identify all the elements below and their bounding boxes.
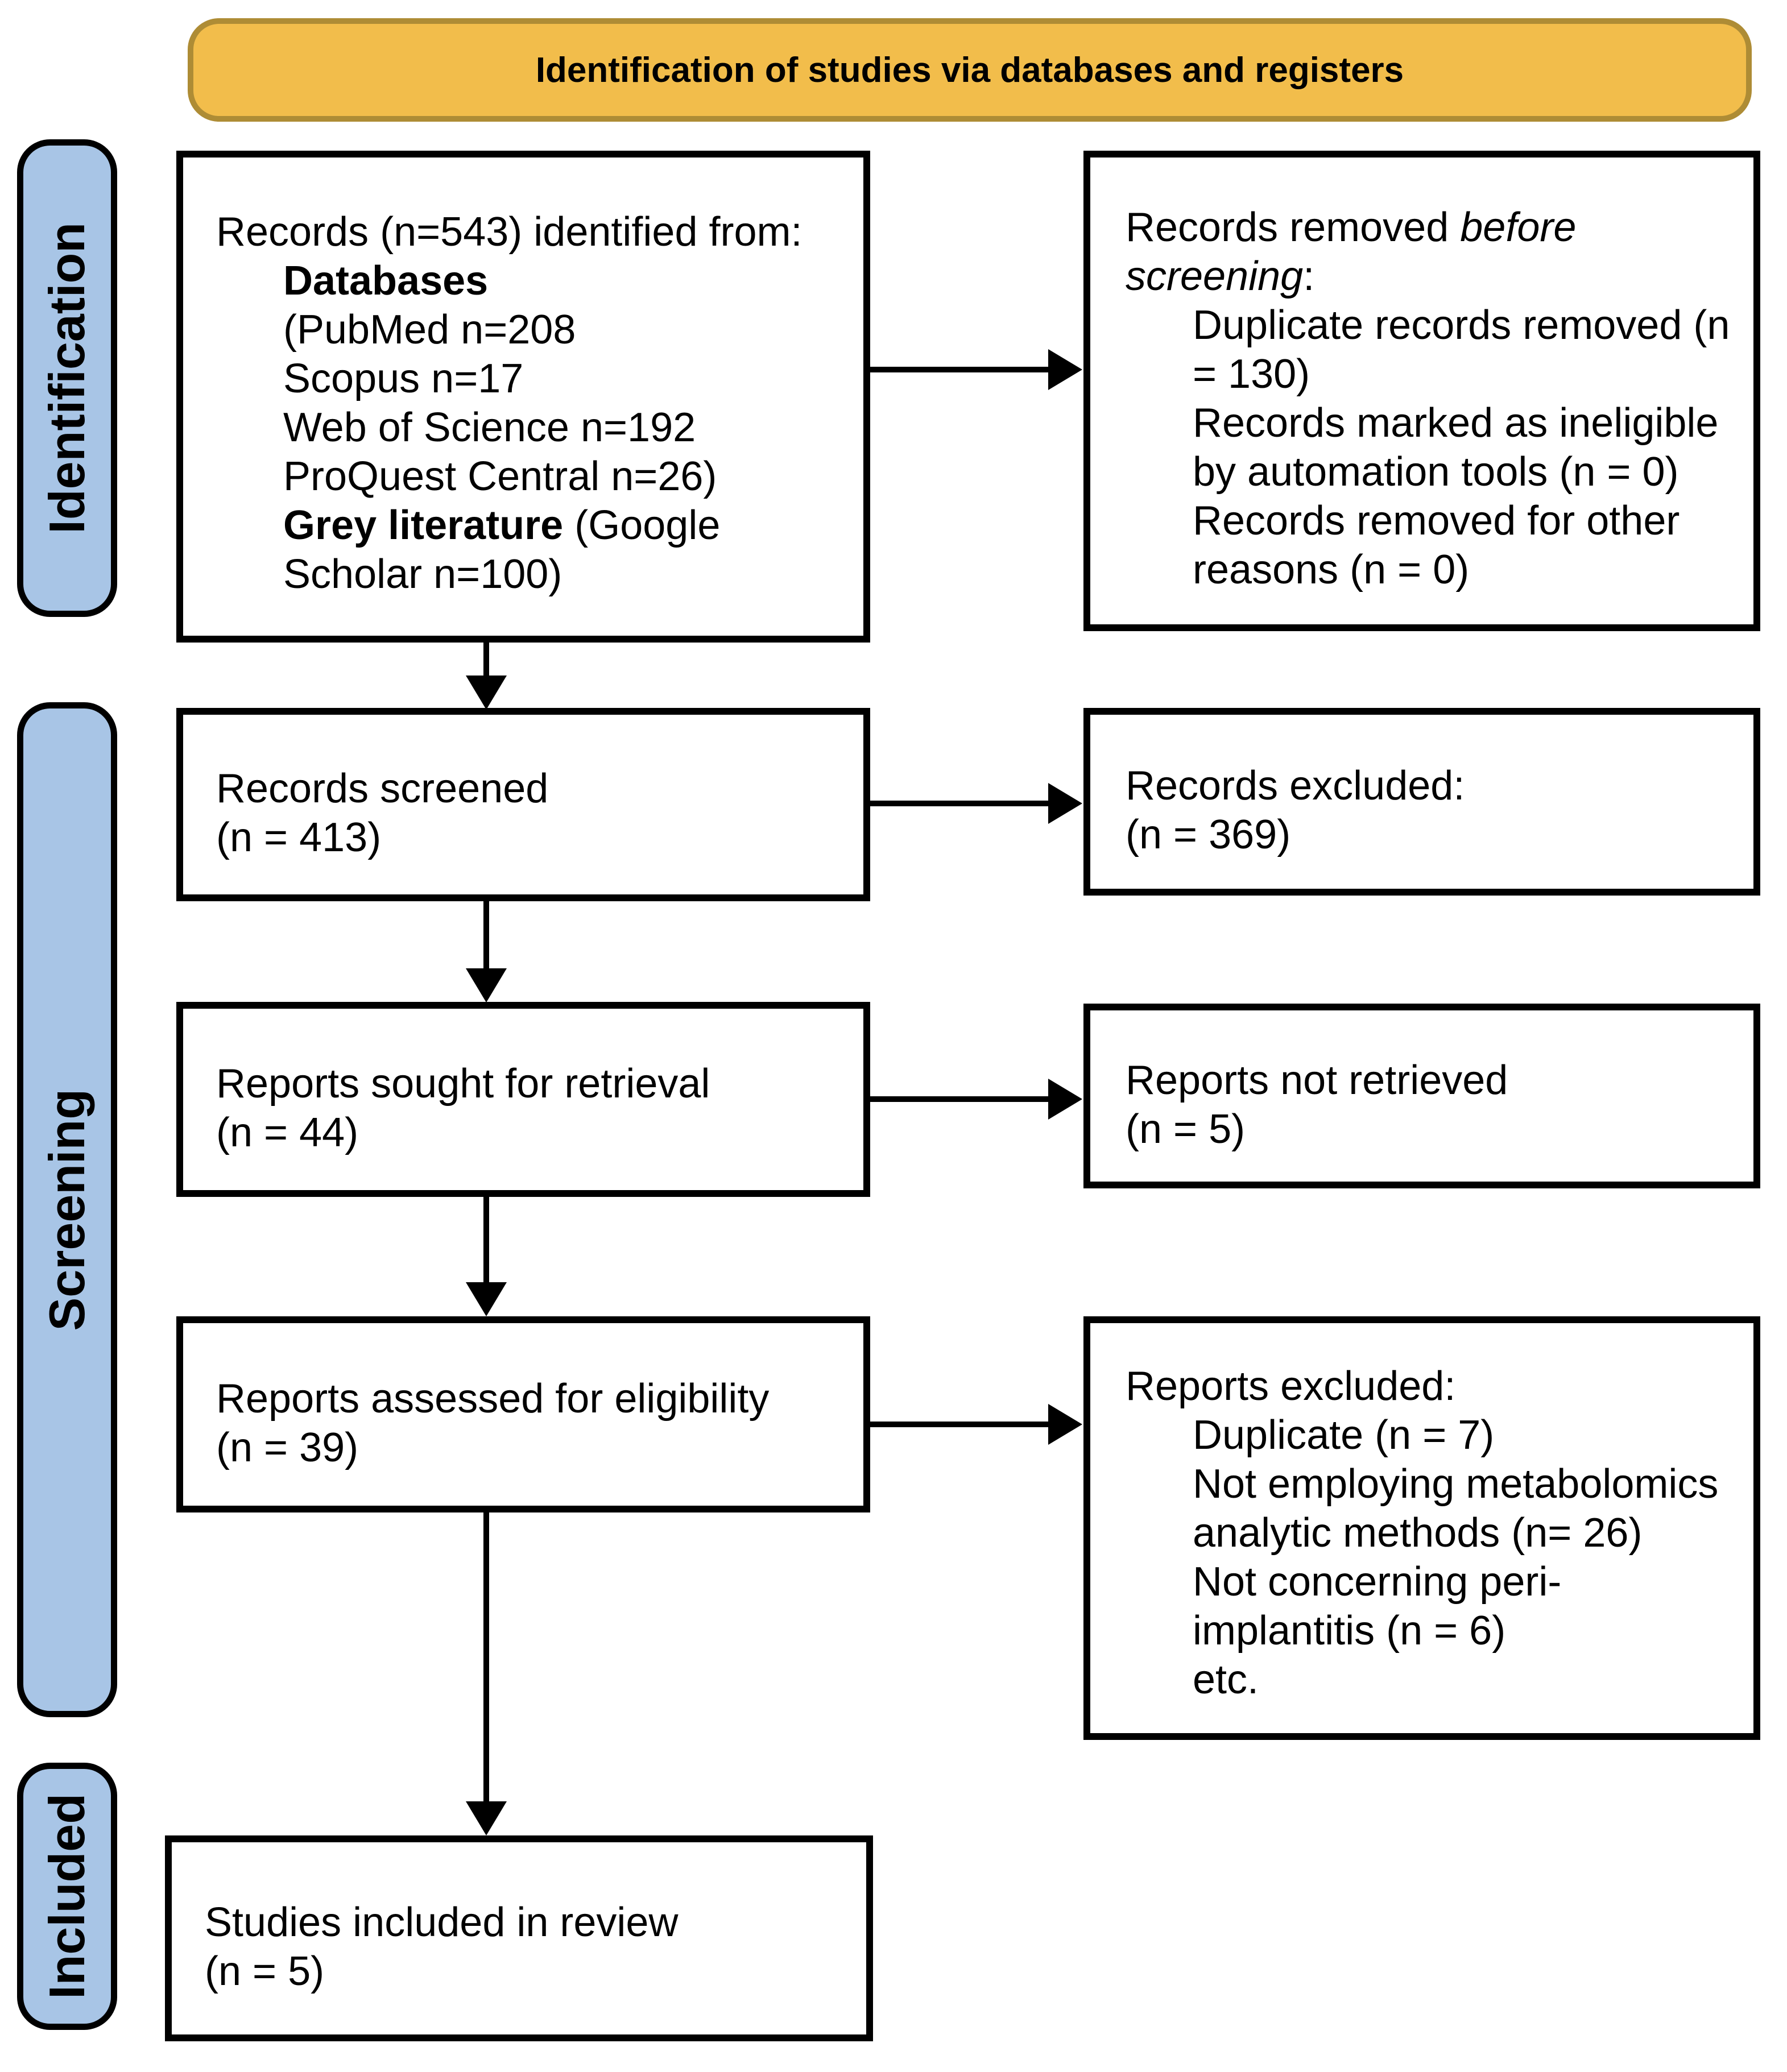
text-line: (n = 39)	[216, 1424, 359, 1470]
arrow-assessed-to-included-line	[483, 1511, 489, 1804]
box-reports-sought-for-retrieval: Reports sought for retrieval (n = 44)	[176, 1002, 870, 1197]
box-records-screened: Records screened (n = 413)	[176, 708, 870, 901]
text-line: (n = 5)	[1126, 1106, 1246, 1152]
indented-list: Databases (PubMed n=208 Scopus n=17 Web …	[283, 256, 846, 599]
text-line: Grey literature (Google	[283, 501, 846, 550]
text-line: Duplicate records removed (n	[1193, 302, 1730, 348]
text-line: Reports sought for retrieval	[216, 1060, 710, 1107]
text-segment: :	[1303, 254, 1315, 299]
text-line: (PubMed n=208	[283, 307, 576, 353]
text-line: Reports not retrieved	[1126, 1057, 1508, 1103]
text-line: Duplicate (n = 7)	[1193, 1412, 1495, 1458]
arrow-sought-to-not-retrieved-line	[870, 1096, 1051, 1102]
text-segment-bold: Grey literature	[283, 503, 564, 548]
text-line: reasons (n = 0)	[1193, 547, 1470, 592]
text-line: implantitis (n = 6)	[1193, 1608, 1506, 1654]
text-line: Not concerning peri-	[1193, 1559, 1562, 1605]
banner-label: Identification of studies via databases …	[535, 50, 1404, 90]
text-line: (n = 44)	[216, 1109, 359, 1155]
arrow-sought-to-assessed-line	[483, 1196, 489, 1284]
sidebar-phase-identification-label: Identification	[39, 222, 95, 534]
text-line: Scopus n=17	[283, 356, 524, 401]
indented-list: Duplicate records removed (n = 130) Reco…	[1193, 301, 1736, 594]
text-segment: Records removed	[1126, 205, 1461, 250]
box-records-identified: Records (n=543) identified from: Databas…	[176, 151, 870, 643]
box-reports-not-retrieved: Reports not retrieved (n = 5)	[1083, 1004, 1760, 1188]
sidebar-phase-screening-label: Screening	[39, 1088, 95, 1331]
text-line: ProQuest Central n=26)	[283, 454, 717, 499]
text-line: Web of Science n=192	[283, 405, 696, 450]
text-line: (n = 369)	[1126, 812, 1291, 857]
arrow-sought-to-not-retrieved-head-icon	[1048, 1079, 1082, 1120]
text-line: = 130)	[1193, 351, 1310, 397]
text-line: Records (n=543) identified from:	[216, 209, 803, 255]
text-line: by automation tools (n = 0)	[1193, 449, 1679, 495]
arrow-screened-to-sought-head-icon	[466, 968, 507, 1002]
text-line: etc.	[1193, 1657, 1259, 1702]
text-line: Not employing metabolomics	[1193, 1461, 1719, 1507]
arrow-screened-to-sought-line	[483, 900, 489, 971]
text-line: analytic methods (n= 26)	[1193, 1510, 1643, 1556]
text-line: screening:	[1126, 252, 1736, 301]
box-reports-excluded: Reports excluded: Duplicate (n = 7) Not …	[1083, 1316, 1760, 1740]
text-segment-italic: screening	[1126, 254, 1304, 299]
box-records-removed-before-screening: Records removed before screening: Duplic…	[1083, 151, 1760, 631]
text-segment-italic: before	[1460, 205, 1577, 250]
indented-list: Duplicate (n = 7) Not employing metabolo…	[1193, 1411, 1736, 1704]
arrow-assessed-to-excluded-line	[870, 1422, 1051, 1427]
sidebar-phase-included: Included	[17, 1763, 117, 2030]
text-line: Scholar n=100)	[283, 552, 562, 597]
arrow-assessed-to-included-head-icon	[466, 1801, 507, 1835]
text-line: (n = 413)	[216, 815, 382, 860]
text-segment: (Google	[563, 503, 721, 548]
arrow-identified-to-removed-line	[870, 367, 1051, 372]
sidebar-phase-screening: Screening	[17, 702, 117, 1717]
arrow-screened-to-excluded-line	[870, 801, 1051, 806]
box-records-excluded: Records excluded: (n = 369)	[1083, 708, 1760, 896]
text-line: Studies included in review	[205, 1900, 679, 1945]
sidebar-phase-included-label: Included	[39, 1793, 95, 1999]
text-line: Records removed before	[1126, 203, 1736, 252]
arrow-assessed-to-excluded-head-icon	[1048, 1404, 1082, 1445]
text-line: Records marked as ineligible	[1193, 400, 1719, 446]
arrow-screened-to-excluded-head-icon	[1048, 783, 1082, 824]
sidebar-phase-identification: Identification	[17, 139, 117, 617]
text-line: Reports excluded:	[1126, 1364, 1456, 1409]
text-line: Databases	[283, 258, 489, 304]
arrow-identified-to-screened-line	[483, 641, 489, 678]
text-line: Records removed for other	[1193, 498, 1680, 544]
text-line: Reports assessed for eligibility	[216, 1375, 770, 1422]
banner-identification-via-databases: Identification of studies via databases …	[188, 18, 1752, 122]
text-line: Records excluded:	[1126, 763, 1465, 809]
box-reports-assessed-for-eligibility: Reports assessed for eligibility (n = 39…	[176, 1316, 870, 1512]
arrow-sought-to-assessed-head-icon	[466, 1282, 507, 1316]
text-line: (n = 5)	[205, 1949, 325, 1994]
arrow-identified-to-removed-head-icon	[1048, 349, 1082, 390]
box-studies-included-in-review: Studies included in review (n = 5)	[165, 1835, 873, 2041]
arrow-identified-to-screened-head-icon	[466, 676, 507, 710]
text-line: Records screened	[216, 766, 549, 811]
